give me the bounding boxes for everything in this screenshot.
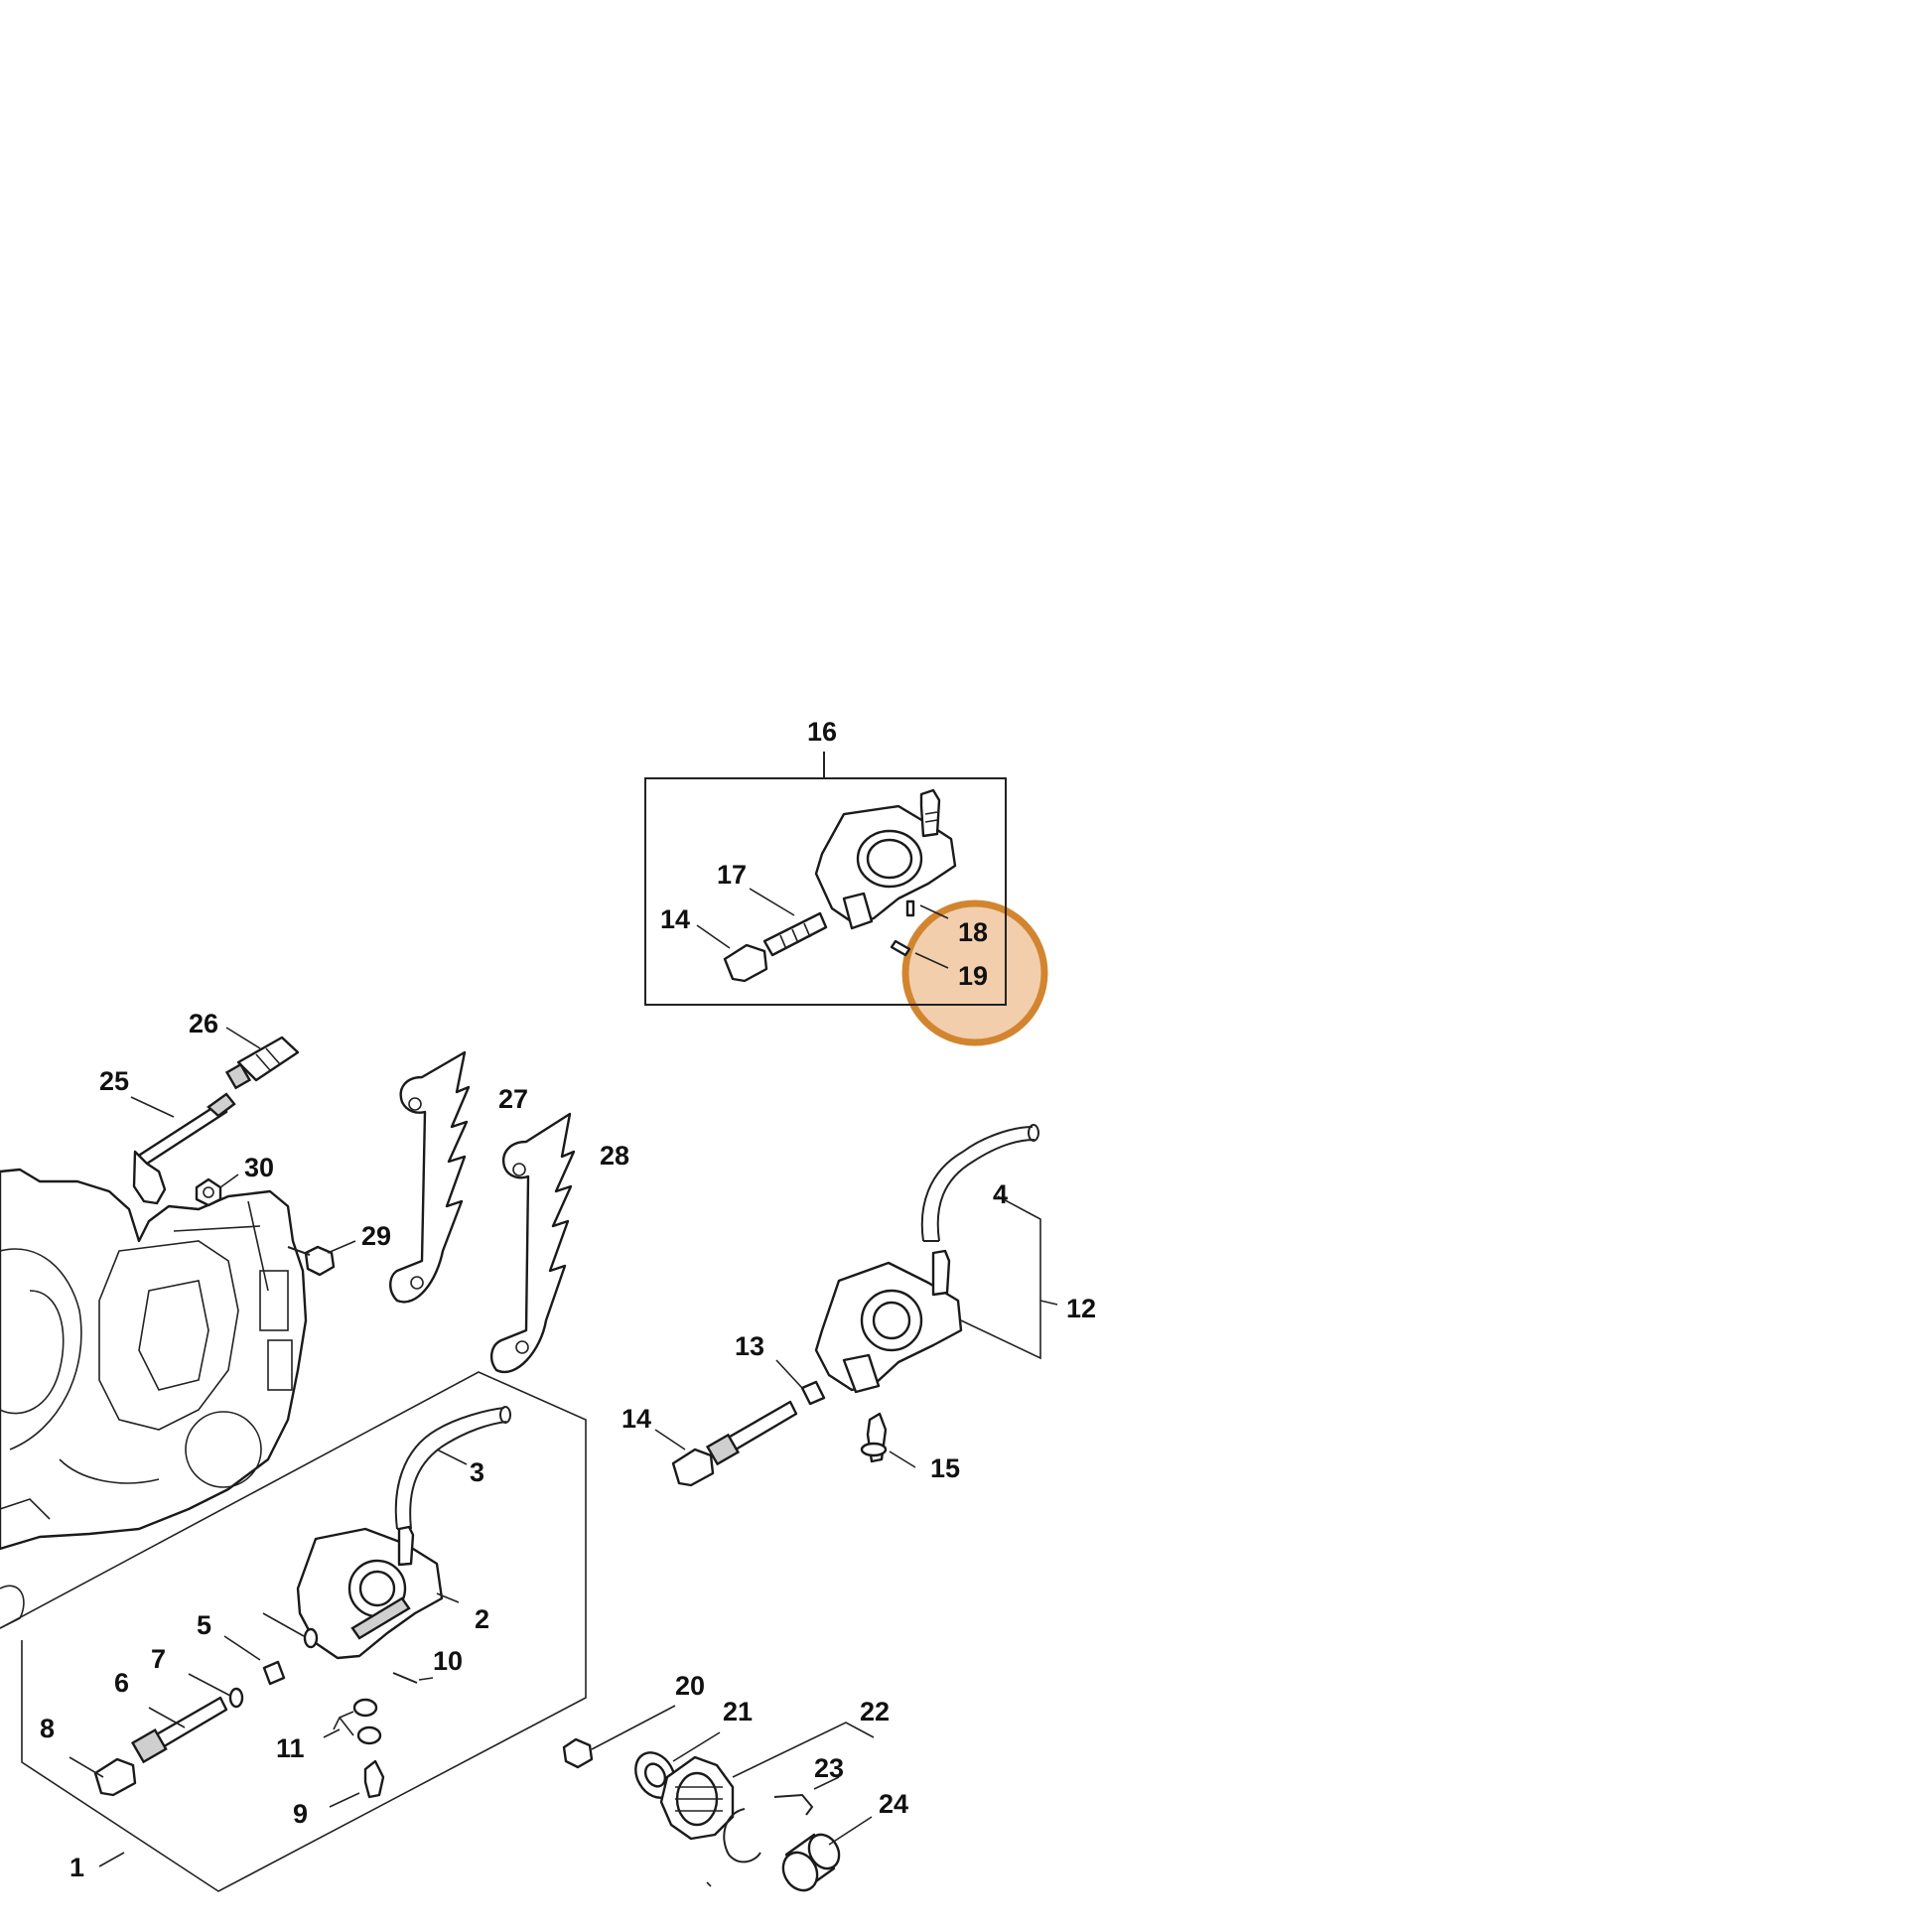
bumper-spike-28 (489, 1112, 576, 1374)
oil-pump-kit-1 (0, 1371, 587, 1892)
oil-pump-kit-12 (654, 1124, 1058, 1487)
label-17[interactable]: 17 (717, 860, 747, 890)
crankcase (0, 1168, 308, 1629)
label-30[interactable]: 30 (244, 1153, 274, 1182)
label-14b[interactable]: 14 (621, 1404, 651, 1434)
label-27[interactable]: 27 (498, 1084, 528, 1114)
label-14a[interactable]: 14 (660, 904, 690, 934)
label-25[interactable]: 25 (99, 1066, 129, 1096)
label-6[interactable]: 6 (114, 1668, 129, 1698)
part-labels: 1 2 3 4 5 6 7 8 9 10 11 12 13 14 14 15 1… (40, 717, 1096, 1882)
label-23[interactable]: 23 (814, 1753, 844, 1783)
label-21[interactable]: 21 (723, 1697, 753, 1726)
label-24[interactable]: 24 (879, 1789, 908, 1819)
label-5[interactable]: 5 (197, 1610, 211, 1640)
label-22[interactable]: 22 (860, 1697, 890, 1726)
parts-25-26-29-30 (130, 1027, 356, 1277)
label-11[interactable]: 11 (276, 1733, 305, 1763)
label-13[interactable]: 13 (735, 1331, 764, 1361)
label-15[interactable]: 15 (930, 1453, 960, 1483)
label-29[interactable]: 29 (361, 1221, 391, 1251)
label-3[interactable]: 3 (470, 1457, 484, 1487)
label-2[interactable]: 2 (475, 1604, 489, 1634)
label-16[interactable]: 16 (807, 717, 837, 747)
label-19[interactable]: 19 (958, 961, 988, 991)
label-8[interactable]: 8 (40, 1714, 55, 1743)
highlight-circle[interactable] (901, 899, 1048, 1046)
kit-box-16 (644, 752, 1007, 1006)
label-18[interactable]: 18 (958, 917, 988, 947)
label-12[interactable]: 12 (1066, 1294, 1096, 1323)
label-7[interactable]: 7 (151, 1644, 166, 1674)
label-4[interactable]: 4 (993, 1179, 1008, 1209)
label-1[interactable]: 1 (69, 1853, 84, 1882)
label-9[interactable]: 9 (293, 1799, 308, 1829)
label-26[interactable]: 26 (189, 1009, 218, 1038)
bumper-spike-27 (389, 1050, 471, 1304)
label-20[interactable]: 20 (675, 1671, 705, 1701)
parts-20-24 (562, 1705, 875, 1892)
label-28[interactable]: 28 (600, 1141, 629, 1171)
label-10[interactable]: 10 (433, 1646, 463, 1676)
